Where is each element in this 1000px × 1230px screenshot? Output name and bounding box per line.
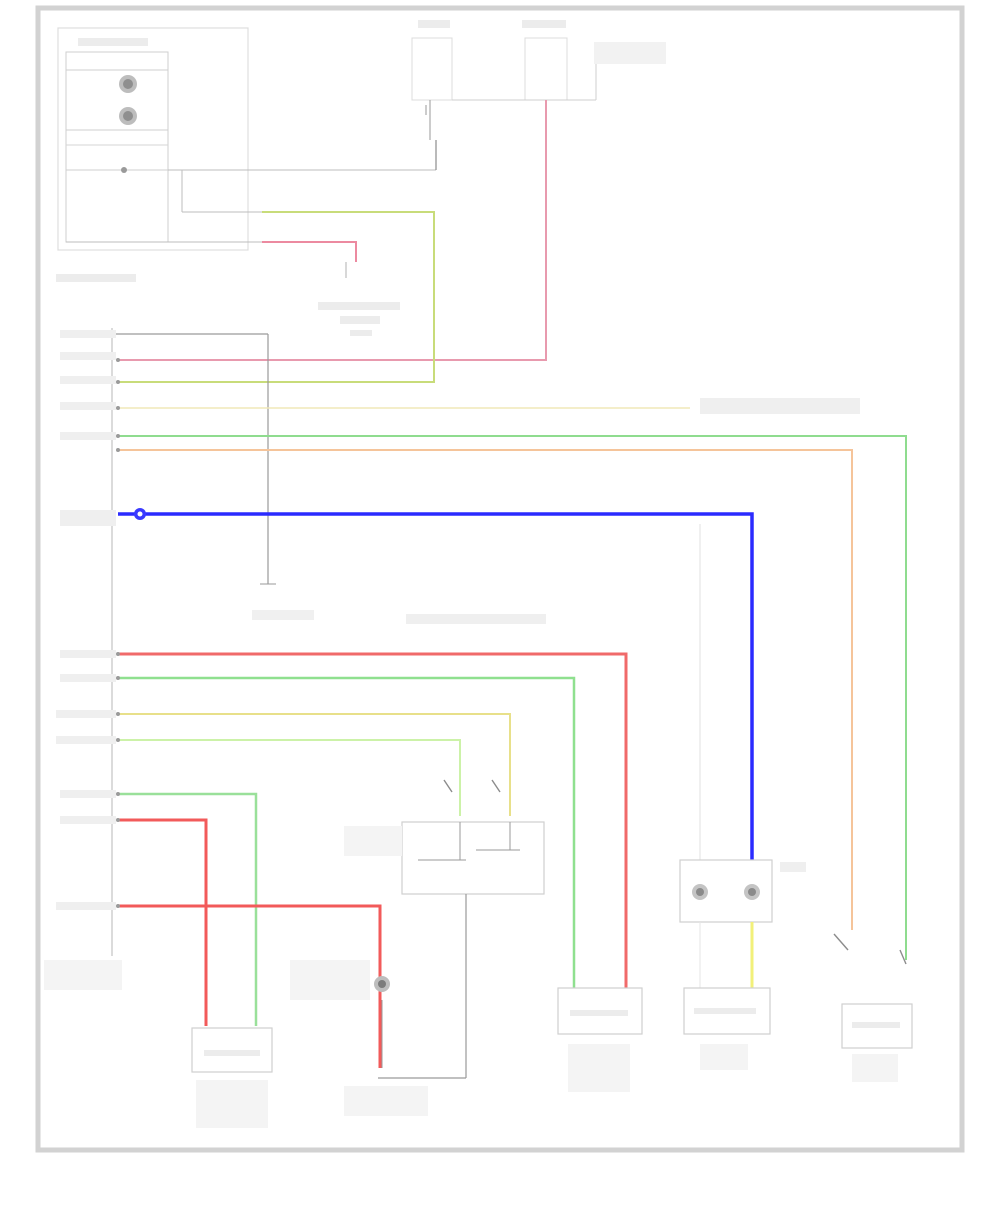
ignition-relay-box	[56, 27, 249, 282]
wire-green-right	[118, 435, 907, 960]
right-fuse-block	[452, 20, 666, 101]
annotation-blocks	[56, 330, 860, 910]
wire-red-left-sensor	[118, 818, 208, 1026]
wire-red-solenoid	[118, 904, 382, 1068]
lamp-icon	[119, 75, 137, 93]
relay-terminal-marks	[443, 779, 501, 793]
wire-pink-ground	[262, 241, 357, 262]
blue-connector	[134, 508, 146, 520]
wire-blue	[118, 512, 754, 860]
motor-connector	[679, 859, 773, 1070]
lamp-icon	[692, 884, 708, 900]
lamp-icon	[119, 107, 137, 125]
right-sensor	[841, 1003, 913, 1082]
connector-pins	[116, 358, 120, 908]
wire-yellow-green-top	[118, 211, 435, 383]
solenoid-switch	[290, 960, 390, 1068]
wire-light-green-motor	[118, 739, 461, 816]
middle-sensor	[557, 987, 643, 1092]
wire-yellow-motor	[118, 713, 511, 816]
switch-connector	[833, 933, 907, 965]
wire-pink	[118, 100, 547, 361]
lower-ground	[344, 1086, 428, 1116]
center-relay	[344, 821, 545, 1079]
relay-wire-stubs	[66, 169, 436, 243]
mid-ground	[252, 583, 314, 620]
wire-red-sensor	[118, 652, 628, 988]
wire-green-sensor	[118, 676, 576, 988]
diagram-frame	[35, 5, 965, 1153]
left-sensor	[191, 1027, 273, 1128]
lamp-icon	[744, 884, 760, 900]
wire-orange-right	[118, 449, 853, 930]
wire-green-left-sensor	[118, 792, 258, 1026]
left-fuse-block	[411, 20, 453, 140]
control-module	[44, 328, 269, 990]
ground-point	[318, 262, 400, 336]
